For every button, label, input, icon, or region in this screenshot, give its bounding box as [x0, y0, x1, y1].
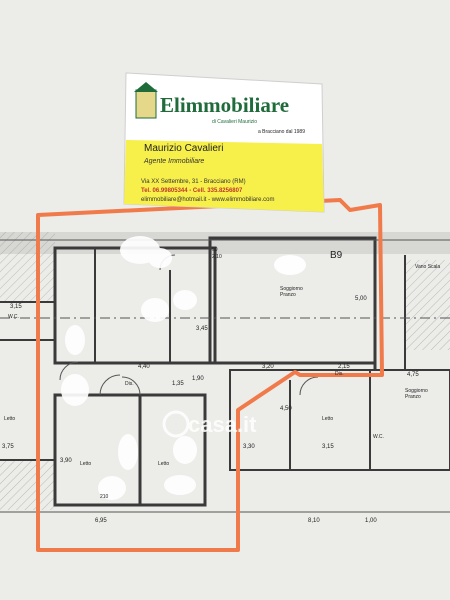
business-card [123, 72, 325, 213]
house-logo-icon [135, 89, 157, 119]
watermark-text: casa.it [188, 412, 257, 437]
room-letto-far-left: Letto [4, 416, 15, 422]
house-roof-icon [134, 82, 158, 92]
card-phone: Tel. 06.99805344 - Cell. 335.8256807 [141, 188, 243, 194]
room-letto-center: Letto [158, 461, 169, 467]
hatched-stairs [405, 260, 450, 350]
dim-210: 210 [100, 494, 109, 500]
dim-90: 90 [212, 247, 218, 253]
room-letto-right: Letto [322, 416, 333, 422]
dim-2-10: 2,10 [212, 254, 222, 260]
dim-6-95: 6,95 [95, 518, 107, 524]
dim-1-00: 1,00 [365, 518, 377, 524]
watermark-logo-icon [162, 410, 190, 438]
room-vano-scala: Vano Scala [415, 264, 440, 270]
dim-3-20: 3,20 [262, 364, 274, 370]
card-brand: Elimmobiliare [160, 93, 289, 117]
card-name: Maurizio Cavalieri [144, 143, 223, 154]
dim-3-45: 3,45 [196, 326, 208, 332]
hatched-balcony-left [0, 232, 55, 302]
dim-8-10: 8,10 [308, 518, 320, 524]
card-contacts: elimmobiliare@hotmail.it - www.elimmobil… [141, 197, 274, 203]
room-dis-right: Dis. [335, 371, 344, 377]
door-swings [59, 254, 319, 396]
dim-2-15: 2,15 [338, 364, 350, 370]
redaction-blobs [61, 236, 306, 500]
dim-3-15-right: 3,15 [322, 444, 334, 450]
unit-label: B9 [330, 250, 343, 261]
dim-4-75: 4,75 [407, 372, 419, 378]
dim-4-40: 4,40 [138, 364, 150, 370]
card-address: Via XX Settembre, 31 - Bracciano (RM) [141, 179, 246, 185]
card-since: a Bracciano dal 1989 [258, 129, 305, 135]
dim-1-35: 1,35 [172, 381, 184, 387]
room-wc-right: W.C. [373, 434, 384, 440]
hatched-balcony-bottom-left [0, 460, 55, 510]
dim-1-90: 1,90 [192, 376, 204, 382]
card-role: Agente Immobiliare [143, 158, 204, 165]
dim-4-50: 4,50 [280, 406, 292, 412]
room-wc: W.C. [8, 314, 19, 320]
dim-3-15-left: 3,15 [10, 304, 22, 310]
dim-5-00: 5,00 [355, 296, 367, 302]
dim-3-75: 3,75 [2, 444, 14, 450]
dim-3-90: 3,90 [60, 458, 72, 464]
room-letto-left: Letto [80, 461, 91, 467]
highlight-outline [36, 198, 384, 552]
dim-3-30: 3,30 [243, 444, 255, 450]
room-dis-main: Dis. [125, 381, 134, 387]
card-brand-sub: di Cavalieri Maurizio [212, 119, 257, 125]
